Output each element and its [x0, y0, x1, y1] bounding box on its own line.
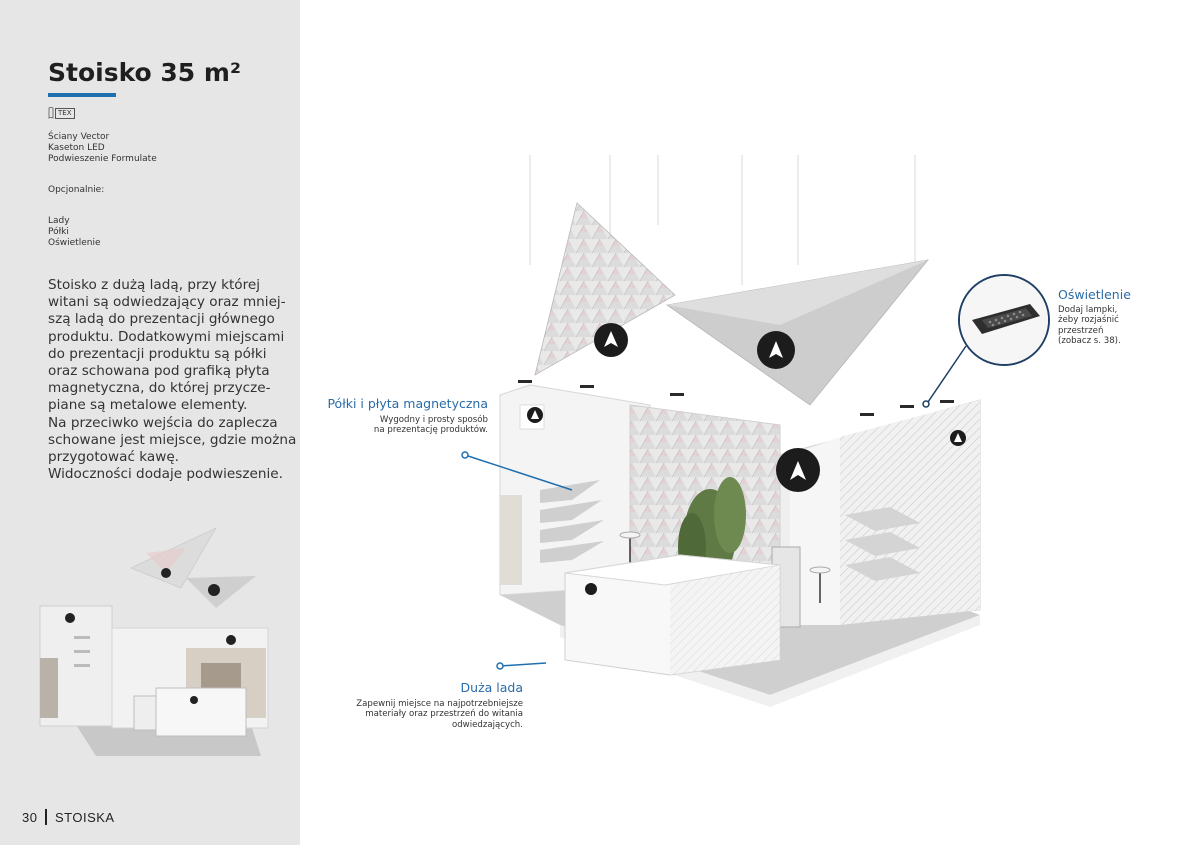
callout-description: Wygodny i prosty sposób na prezentację p… — [327, 415, 488, 436]
description-line: piane są metalowe elementy. — [48, 397, 248, 414]
sidebar-panel: Stoisko 35 m² TEX Ściany Vector Kaseton … — [0, 0, 300, 845]
callout-line: Dodaj lampki, — [1058, 305, 1118, 315]
callout-line: na prezentację produktów. — [373, 425, 488, 436]
page-number: 30 — [22, 809, 38, 825]
callout-counter: Duża lada Zapewnij miejsce na najpotrzeb… — [356, 680, 523, 730]
optional-heading: Opcjonalnie: — [48, 185, 105, 195]
description-line: produktu. Dodatkowymi miejscami — [48, 328, 285, 345]
footer-divider — [45, 809, 47, 825]
description-line: Widoczności dodaje podwieszenie. — [48, 466, 283, 483]
booth-main-render — [499, 155, 981, 707]
title-underline — [48, 93, 116, 97]
callout-title: Oświetlenie — [1058, 287, 1131, 302]
list-item: Kaseton LED — [48, 143, 105, 153]
callout-lighting: Oświetlenie Dodaj lampki, żeby rozjaśnić… — [1058, 287, 1131, 347]
callout-shelves: Półki i płyta magnetyczna Wygodny i pros… — [327, 396, 488, 436]
callout-line: Zapewnij miejsce na najpotrzebniejsze — [356, 699, 523, 709]
description-line: przygotować kawę. — [48, 449, 179, 466]
description-line: szą ladą do prezentacji głównego — [48, 311, 275, 328]
lamp-detail-image — [958, 274, 1050, 366]
description-line: schowane jest miejsce, gdzie można — [48, 431, 297, 448]
list-item: Lady — [48, 216, 70, 226]
list-item: Podwieszenie Formulate — [48, 154, 157, 164]
callout-line: Wygodny i prosty sposób — [379, 415, 488, 425]
list-item: Oświetlenie — [48, 238, 101, 248]
description-line: Stoisko z dużą ladą, przy której — [48, 277, 261, 293]
section-name: STOISKA — [54, 809, 115, 825]
callout-line: materiały oraz przestrzeń do witania — [365, 709, 523, 720]
list-item: Półki — [48, 227, 69, 237]
callout-line: przestrzeń — [1058, 325, 1104, 336]
callout-description: Dodaj lampki, żeby rozjaśnić przestrzeń … — [1058, 305, 1131, 347]
tex-badge: TEX — [48, 107, 75, 119]
callout-line: (zobacz s. 38). — [1058, 336, 1121, 347]
led-lamp-icon — [960, 276, 1048, 364]
description-line: Na przeciwko wejścia do zaplecza — [48, 414, 278, 431]
fabric-icon — [48, 107, 54, 119]
callout-description: Zapewnij miejsce na najpotrzebniejsze ma… — [356, 699, 523, 730]
page-footer: 30 STOISKA — [22, 809, 115, 825]
description-line: oraz schowana pod grafiką płyta — [48, 363, 270, 380]
standard-features-list: Ściany Vector Kaseton LED Podwieszenie F… — [48, 132, 157, 165]
optional-features-list: Lady Półki Oświetlenie — [48, 216, 100, 249]
list-item: Ściany Vector — [48, 132, 110, 142]
booth-thumbnail-image — [39, 528, 269, 756]
callout-title: Półki i płyta magnetyczna — [327, 396, 488, 411]
description-line: witani są odwiedzający oraz mniej- — [48, 294, 286, 311]
callout-title: Duża lada — [460, 680, 523, 695]
description-line: do prezentacji produktu są półki — [48, 345, 267, 362]
description-line: magnetyczna, do której przycze- — [48, 380, 271, 397]
page-title: Stoisko 35 m² — [48, 58, 241, 87]
tex-label: TEX — [55, 107, 75, 119]
callout-line: żeby rozjaśnić — [1058, 315, 1119, 326]
callout-line: odwiedzających. — [451, 719, 523, 730]
description-text: Stoisko z dużą ladą, przy której witani … — [48, 277, 296, 483]
